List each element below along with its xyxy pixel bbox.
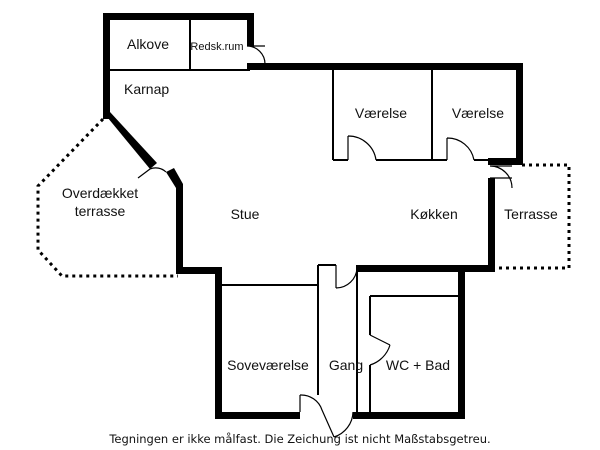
entrance-door: [299, 394, 354, 438]
label-overdaekket: Overdækket: [62, 185, 138, 201]
label-vaerelse-2: Værelse: [452, 105, 504, 121]
label-stue: Stue: [231, 206, 260, 222]
kitchen-terrace-door: [489, 165, 513, 189]
disclaimer-note: Tegningen er ikke målfast. Die Zeichung …: [108, 432, 490, 446]
terrace-outline: [495, 163, 571, 270]
room-labels: Alkove Redsk.rum Karnap Værelse Værelse …: [62, 36, 558, 373]
label-wc-bad: WC + Bad: [386, 357, 450, 373]
label-alkove: Alkove: [127, 36, 169, 52]
vaerelse-2-door: [446, 137, 475, 161]
label-sovevaerelse: Soveværelse: [227, 357, 309, 373]
label-terrasse: Terrasse: [504, 206, 558, 222]
terrace-outlines: [36, 117, 571, 278]
label-overdaekket-terrasse: terrasse: [75, 203, 126, 219]
outer-walls: [103, 13, 523, 419]
label-redskrum: Redsk.rum: [190, 41, 243, 53]
wc-door: [369, 334, 391, 366]
label-koekken: Køkken: [410, 206, 457, 222]
label-gang: Gang: [329, 357, 363, 373]
label-vaerelse-1: Værelse: [355, 105, 407, 121]
redskrum-door: [246, 45, 266, 65]
vaerelse-1-door: [347, 135, 377, 161]
covered-terrace-outline: [36, 117, 178, 278]
interior-walls: [107, 16, 520, 412]
doors: [137, 45, 513, 438]
covered-terrace-door: [137, 167, 167, 179]
gang-top-door: [335, 265, 358, 289]
label-karnap: Karnap: [124, 81, 169, 97]
